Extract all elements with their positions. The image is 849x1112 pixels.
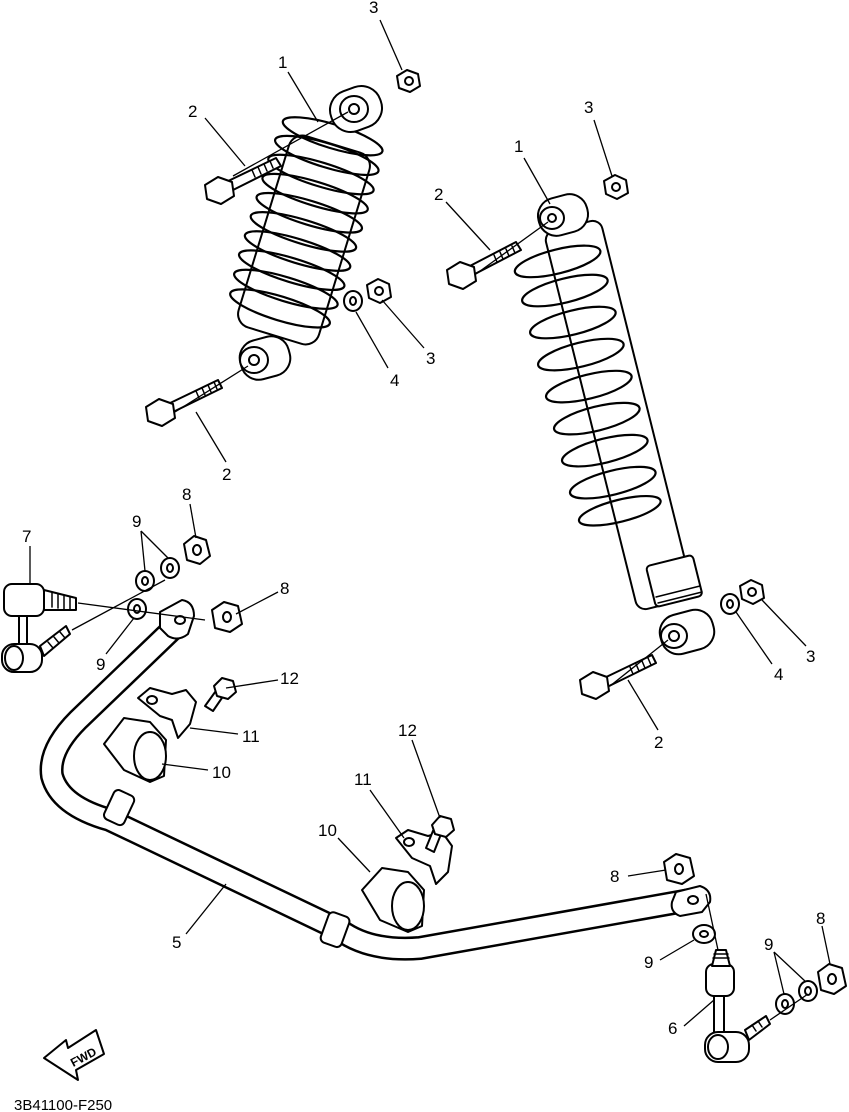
left-bushing xyxy=(103,717,167,783)
callout-label: 6 xyxy=(668,1019,677,1038)
right-nut-lower xyxy=(817,963,847,995)
left-lower-bolt xyxy=(145,379,223,427)
right-lower-washer xyxy=(720,593,740,615)
right-upper-nut xyxy=(603,174,629,200)
callout-label: 8 xyxy=(182,485,191,504)
right-washer-upper xyxy=(692,924,716,944)
callout-label: 9 xyxy=(96,655,105,674)
callout-label: 11 xyxy=(354,770,372,789)
left-bracket xyxy=(137,687,197,739)
callout-label: 1 xyxy=(278,53,287,72)
right-bushing xyxy=(361,867,425,933)
callout-label: 12 xyxy=(398,721,417,740)
callout-label: 2 xyxy=(434,185,443,204)
left-washer-upper-b xyxy=(160,557,180,579)
callout-label: 8 xyxy=(280,579,289,598)
right-stabilizer-link xyxy=(704,949,771,1063)
callout-label: 10 xyxy=(318,821,337,840)
left-upper-nut xyxy=(396,69,421,93)
callout-label: 4 xyxy=(390,371,399,390)
right-upper-bolt xyxy=(446,241,522,290)
callout-label: 2 xyxy=(188,102,197,121)
right-lower-nut xyxy=(739,579,765,605)
right-washer-lower-a xyxy=(775,993,795,1015)
callout-label: 5 xyxy=(172,933,181,952)
callout-label: 9 xyxy=(764,935,773,954)
stabilizer-bar xyxy=(39,599,712,961)
callout-numbers: 3 1 2 3 4 2 3 1 2 3 4 2 7 9 8 8 9 12 11 … xyxy=(22,0,825,1038)
fwd-direction-arrow: FWD xyxy=(43,1029,105,1081)
callout-label: 1 xyxy=(514,137,523,156)
left-shock-absorber xyxy=(229,85,384,381)
left-stabilizer-link xyxy=(1,583,77,673)
assembly-lines xyxy=(71,111,809,1021)
left-upper-bolt xyxy=(204,157,282,205)
left-washer-upper-a xyxy=(135,570,155,592)
callout-label: 8 xyxy=(610,867,619,886)
right-washer-lower-b xyxy=(798,980,818,1002)
right-nut-upper xyxy=(663,853,695,885)
left-nut-upper xyxy=(183,535,211,565)
callout-label: 10 xyxy=(212,763,231,782)
right-shock-absorber xyxy=(513,193,716,656)
right-bracket-bolt xyxy=(425,815,455,853)
callout-label: 12 xyxy=(280,669,299,688)
callout-label: 3 xyxy=(426,349,435,368)
leader-lines xyxy=(29,19,831,1027)
left-lower-nut xyxy=(366,278,392,304)
callout-label: 3 xyxy=(369,0,378,17)
right-lower-bolt xyxy=(579,654,657,700)
left-lower-washer xyxy=(343,290,363,312)
callout-label: 9 xyxy=(132,512,141,531)
left-washer-lower xyxy=(127,598,147,620)
callout-label: 2 xyxy=(222,465,231,484)
left-bracket-bolt xyxy=(204,677,237,712)
callout-label: 3 xyxy=(584,98,593,117)
callout-label: 2 xyxy=(654,733,663,752)
callout-label: 8 xyxy=(816,909,825,928)
callout-label: 3 xyxy=(806,647,815,666)
callout-label: 7 xyxy=(22,527,31,546)
left-nut-lower xyxy=(211,601,243,633)
callout-label: 9 xyxy=(644,953,653,972)
callout-label: 11 xyxy=(242,727,260,746)
drawing-code: 3B41100-F250 xyxy=(14,1097,112,1112)
callout-label: 4 xyxy=(774,665,783,684)
